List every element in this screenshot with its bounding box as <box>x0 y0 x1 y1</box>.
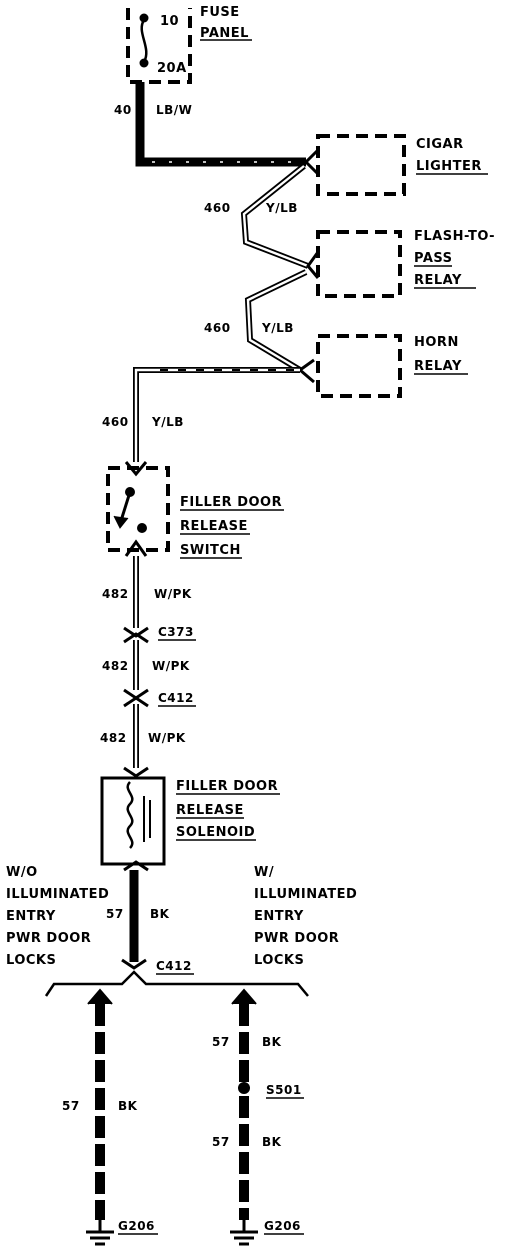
ground-branch-right: 57 BK S501 57 BK G206 <box>212 988 304 1246</box>
fuse-panel-label-1: FUSE <box>200 5 240 20</box>
cigar-lighter-label-2: LIGHTER <box>416 159 482 174</box>
fuse-panel-label-2: PANEL <box>200 26 249 41</box>
cigar-lighter: CIGAR LIGHTER <box>303 134 488 196</box>
wire-460a-circuit: 460 <box>204 201 231 215</box>
variant-left-line-1: W/O <box>6 865 38 880</box>
variant-right-label: W/ ILLUMINATED ENTRY PWR DOOR LOCKS <box>254 865 357 968</box>
solenoid-label-3: SOLENOID <box>176 825 255 840</box>
variant-right-line-2: ILLUMINATED <box>254 887 357 902</box>
variant-left-line-4: PWR DOOR <box>6 931 91 946</box>
wire-57a-color: BK <box>150 907 170 921</box>
variant-right-line-1: W/ <box>254 865 274 880</box>
connector-c412-upper: C412 <box>123 688 196 708</box>
wire-460-b: 460 Y/LB <box>204 269 308 373</box>
wire-40: 40 LB/W <box>114 82 306 167</box>
wire-40-color: LB/W <box>156 103 192 117</box>
wire-57a-circuit: 57 <box>106 907 124 921</box>
flash-relay-label-3: RELAY <box>414 273 462 288</box>
horn-relay-label-2: RELAY <box>414 359 462 374</box>
wire-57c-circuit: 57 <box>212 1035 230 1049</box>
wire-460-c: 460 Y/LB <box>102 367 300 462</box>
wire-460c-color: Y/LB <box>151 415 184 429</box>
c412-lower-label: C412 <box>156 959 192 973</box>
splice-s501 <box>238 1082 250 1094</box>
solenoid-label-2: RELEASE <box>176 803 244 818</box>
horn-relay-label-1: HORN <box>414 335 459 350</box>
variant-left-line-2: ILLUMINATED <box>6 887 109 902</box>
variant-left-line-5: LOCKS <box>6 953 56 968</box>
solenoid-label-1: FILLER DOOR <box>176 779 278 794</box>
connector-c412-lower: C412 <box>121 958 194 975</box>
wire-40-circuit: 40 <box>114 103 132 117</box>
wire-460b-color: Y/LB <box>261 321 294 335</box>
ground-icon <box>230 1220 258 1246</box>
cigar-lighter-label-1: CIGAR <box>416 137 464 152</box>
ground-icon <box>86 1220 114 1246</box>
ground-right-label: G206 <box>264 1219 301 1233</box>
variant-right-line-4: PWR DOOR <box>254 931 339 946</box>
variant-brace <box>44 970 309 997</box>
wire-57-upper: 57 BK <box>106 870 170 962</box>
variant-left-label: W/O ILLUMINATED ENTRY PWR DOOR LOCKS <box>6 865 109 968</box>
wire-460a-color: Y/LB <box>265 201 298 215</box>
variant-left-line-3: ENTRY <box>6 909 56 924</box>
s501-label: S501 <box>266 1083 302 1097</box>
wire-482c-color: W/PK <box>148 731 186 745</box>
wire-57d-circuit: 57 <box>212 1135 230 1149</box>
wire-57d-color: BK <box>262 1135 282 1149</box>
wire-57b-color: BK <box>118 1099 138 1113</box>
wire-482b-circuit: 482 <box>102 659 129 673</box>
flash-relay-label-2: PASS <box>414 251 453 266</box>
fuse-panel: 10 20A FUSE PANEL <box>126 5 252 84</box>
fuse-symbol <box>140 19 148 63</box>
ground-branch-left: 57 BK G206 <box>62 988 158 1246</box>
c412-upper-label: C412 <box>158 691 194 705</box>
wire-57c-color: BK <box>262 1035 282 1049</box>
wire-482a-circuit: 482 <box>102 587 129 601</box>
switch-label-1: FILLER DOOR <box>180 495 282 510</box>
wire-57b-circuit: 57 <box>62 1099 80 1113</box>
switch-label-2: RELEASE <box>180 519 248 534</box>
ground-left-label: G206 <box>118 1219 155 1233</box>
fuse-number: 10 <box>160 14 179 29</box>
horn-relay: HORN RELAY <box>297 334 468 398</box>
connector-c373: C373 <box>123 625 196 644</box>
fuse-rating: 20A <box>157 61 187 76</box>
variant-right-line-3: ENTRY <box>254 909 304 924</box>
flash-to-pass-relay: FLASH-TO- PASS RELAY <box>306 229 495 298</box>
wire-460b-circuit: 460 <box>204 321 231 335</box>
c373-label: C373 <box>158 625 194 639</box>
flash-relay-label-1: FLASH-TO- <box>414 229 495 244</box>
switch-label-3: SWITCH <box>180 543 241 558</box>
wire-482b-color: W/PK <box>152 659 190 673</box>
filler-door-solenoid: FILLER DOOR RELEASE SOLENOID <box>100 766 280 872</box>
wire-460c-circuit: 460 <box>102 415 129 429</box>
variant-right-line-5: LOCKS <box>254 953 304 968</box>
wire-482a-color: W/PK <box>154 587 192 601</box>
wire-482c-circuit: 482 <box>100 731 127 745</box>
wire-482: 482 W/PK 482 W/PK 482 W/PK <box>100 556 192 768</box>
filler-door-switch: FILLER DOOR RELEASE SWITCH <box>106 461 284 559</box>
wire-460-a: 460 Y/LB <box>204 163 310 269</box>
